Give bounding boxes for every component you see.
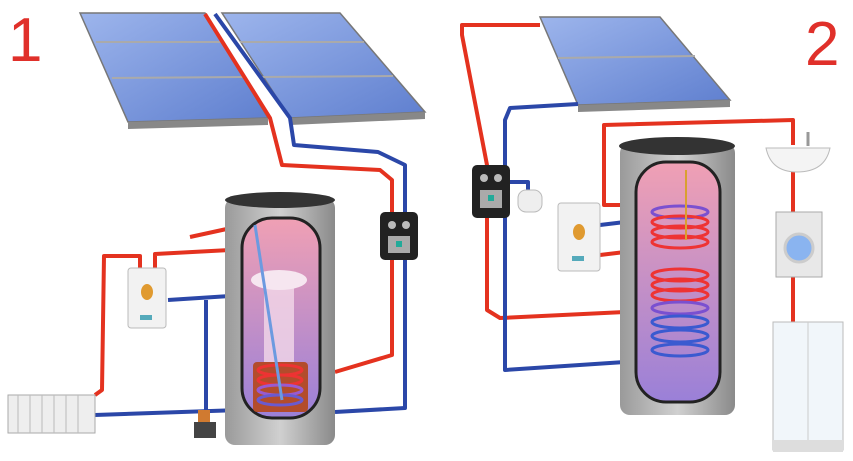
expansion-tank <box>517 189 543 213</box>
storage-tank-1 <box>225 192 335 445</box>
solar-panel-array-2 <box>538 16 732 112</box>
solar-controller-1 <box>380 212 418 260</box>
storage-tank-2 <box>619 137 735 415</box>
washing-machine <box>775 211 823 278</box>
system-2 <box>460 16 844 452</box>
radiator <box>7 394 96 434</box>
circulation-pump <box>194 410 216 438</box>
shower-cabin <box>772 321 844 452</box>
system-1 <box>7 12 427 445</box>
system-2-label: 2 <box>805 10 840 79</box>
system-1-label: 1 <box>8 6 43 75</box>
boiler-2 <box>557 202 601 272</box>
sink <box>765 132 831 173</box>
solar-controller-2 <box>472 165 510 218</box>
boiler-1 <box>127 267 167 329</box>
solar-panel-array-1 <box>78 12 427 129</box>
